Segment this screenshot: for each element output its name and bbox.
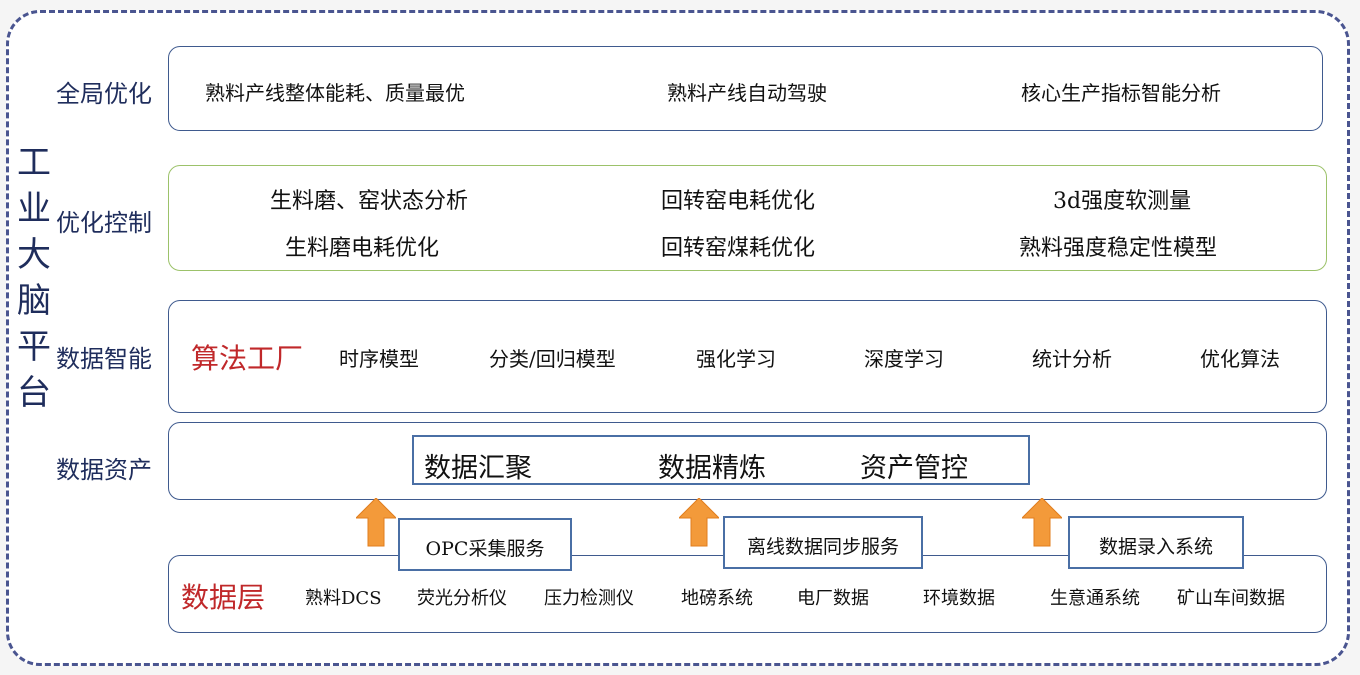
platform-title-char: 工 [17,143,51,183]
data-source-item: 环境数据 [923,588,995,609]
service-label: 数据录入系统 [1098,536,1213,558]
algorithm-item: 深度学习 [864,347,944,371]
data-source-item: 地磅系统 [681,588,753,609]
control-item: 熟料强度稳定性模型 [1019,236,1218,261]
service-box-offline-sync: 离线数据同步服务 [723,516,923,569]
platform-title-char: 脑 [17,281,51,321]
data-source-item: 矿山车间数据 [1177,588,1285,609]
service-box-opc: OPC采集服务 [398,518,572,571]
platform-title-char: 平 [17,327,51,367]
row-label-assets: 数据资产 [56,456,152,484]
up-arrow-icon [1022,498,1062,547]
platform-title-char: 台 [17,373,51,413]
layer-intelligence: 算法工厂 时序模型 分类/回归模型 强化学习 深度学习 统计分析 优化算法 [168,300,1327,413]
platform-title-char: 业 [17,189,51,229]
up-arrow-icon [356,498,396,547]
asset-box: 数据汇聚 数据精炼 资产管控 [412,435,1030,485]
algorithm-item: 强化学习 [696,347,776,371]
global-item: 核心生产指标智能分析 [1021,81,1221,105]
control-item: 3d强度软测量 [1053,189,1192,214]
service-box-data-entry: 数据录入系统 [1068,516,1244,569]
data-source-item: 生意通系统 [1050,588,1140,609]
control-item: 生料磨电耗优化 [285,236,440,261]
asset-item: 数据汇聚 [424,453,532,484]
algorithm-item: 时序模型 [339,347,419,371]
algorithm-item: 统计分析 [1032,347,1112,371]
asset-item: 资产管控 [860,453,968,484]
control-item: 回转窑电耗优化 [661,189,816,214]
row-label-global: 全局优化 [56,80,152,108]
algorithm-item: 优化算法 [1200,347,1280,371]
service-label: 离线数据同步服务 [746,536,899,558]
service-label: OPC采集服务 [425,538,545,560]
platform-title: 工 业 大 脑 平 台 [14,140,54,416]
global-item: 熟料产线整体能耗、质量最优 [205,81,465,105]
data-source-item: 荧光分析仪 [417,588,507,609]
algorithm-item: 分类/回归模型 [489,347,616,371]
row-label-intelligence: 数据智能 [56,345,152,373]
platform-title-char: 大 [17,235,51,275]
data-source-item: 电厂数据 [797,588,869,609]
data-source-item: 熟料DCS [305,588,382,609]
layer-global: 熟料产线整体能耗、质量最优 熟料产线自动驾驶 核心生产指标智能分析 [168,46,1323,131]
data-source-item: 压力检测仪 [544,588,634,609]
control-item: 生料磨、窑状态分析 [270,189,469,214]
data-layer-title: 数据层 [181,581,266,614]
asset-item: 数据精炼 [658,453,766,484]
up-arrow-icon [679,498,719,547]
layer-control: 生料磨、窑状态分析 回转窑电耗优化 3d强度软测量 生料磨电耗优化 回转窑煤耗优… [168,165,1327,271]
row-label-control: 优化控制 [56,209,152,237]
algorithm-factory-title: 算法工厂 [191,342,304,375]
global-item: 熟料产线自动驾驶 [667,81,827,105]
control-item: 回转窑煤耗优化 [661,236,816,261]
